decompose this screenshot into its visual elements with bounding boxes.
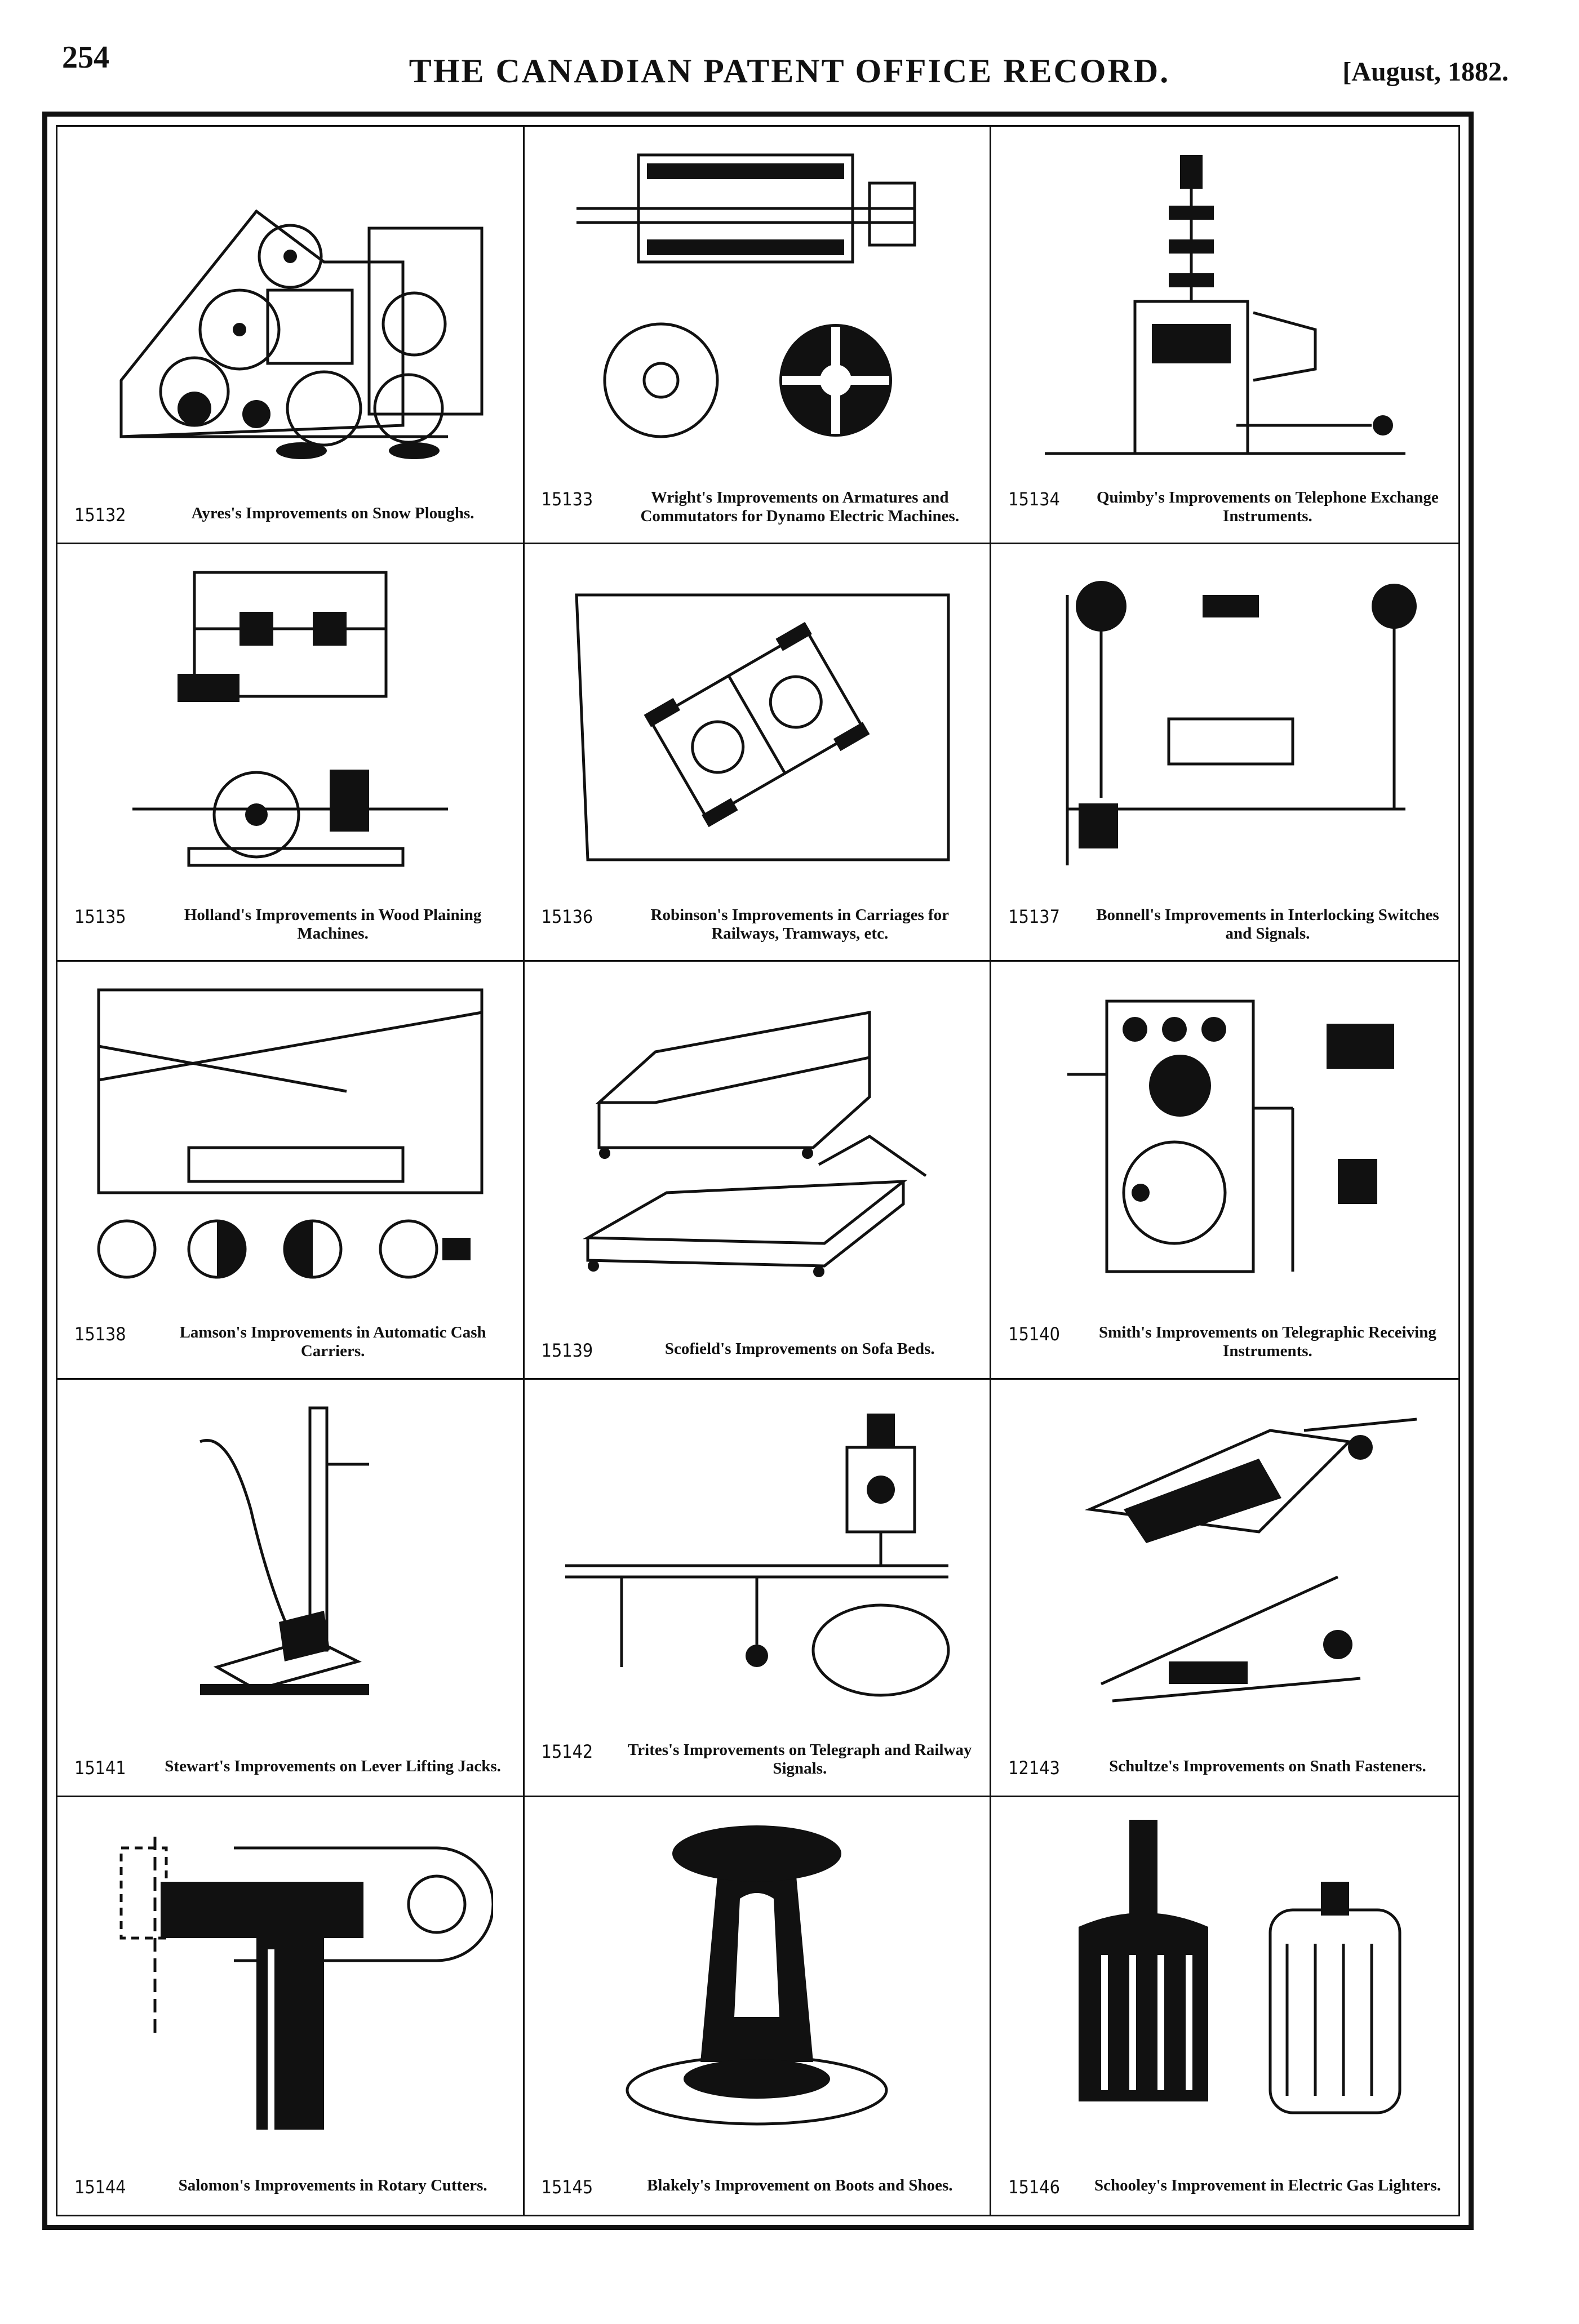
patent-title: Salomon's Improvements in Rotary Cutters…	[178, 2176, 487, 2194]
patent-cell: 15146 Schooley's Improvement in Electric…	[991, 1797, 1458, 2215]
patent-number: 15145	[541, 2176, 593, 2198]
patent-cell: 15140 Smith's Improvements on Telegraphi…	[991, 962, 1458, 1380]
patent-number: 12143	[1008, 1757, 1060, 1779]
patent-number: 15136	[541, 905, 593, 927]
patent-number: 15135	[74, 905, 126, 927]
patent-title: Lamson's Improvements in Automatic Cash …	[179, 1323, 486, 1361]
railway-signal-drawing	[565, 1413, 950, 1697]
patent-plate-frame: 15132 Ayres's Improvements on Snow Ploug…	[42, 112, 1474, 2230]
snath-fastener-drawing	[1084, 1417, 1417, 1703]
patent-title: Scofield's Improvements on Sofa Beds.	[664, 1339, 935, 1358]
journal-title: THE CANADIAN PATENT OFFICE RECORD.	[409, 52, 1170, 90]
lifting-jack-drawing	[199, 1406, 369, 1695]
snow-plough-drawing	[119, 209, 484, 459]
patent-title: Quimby's Improvements on Telephone Excha…	[1096, 488, 1439, 525]
patent-title: Ayres's Improvements on Snow Ploughs.	[191, 504, 474, 523]
patent-grid: 15132 Ayres's Improvements on Snow Ploug…	[56, 125, 1460, 2216]
patent-number: 15134	[1008, 488, 1060, 510]
telegraph-receiver-drawing	[1067, 999, 1394, 1273]
patent-title: Smith's Improvements on Telegraphic Rece…	[1099, 1323, 1436, 1361]
issue-date: [August, 1882.	[1342, 57, 1509, 87]
patent-cell: 15134 Quimby's Improvements on Telephone…	[991, 127, 1458, 545]
patent-cell: 15139 Scofield's Improvements on Sofa Be…	[524, 962, 992, 1380]
patent-number: 15139	[541, 1339, 593, 1361]
patent-title: Schultze's Improvements on Snath Fastene…	[1109, 1757, 1426, 1775]
gas-lighter-drawing	[1078, 1819, 1401, 2114]
patent-cell: 15135 Holland's Improvements in Wood Pla…	[57, 544, 525, 962]
planing-machine-drawing	[132, 571, 448, 867]
patent-number: 15132	[74, 504, 126, 526]
patent-cell: 15144 Salomon's Improvements in Rotary C…	[57, 1797, 525, 2215]
patent-cell: 15141 Stewart's Improvements on Lever Li…	[57, 1379, 525, 1797]
telephone-exchange-drawing	[1044, 155, 1405, 455]
patent-title: Holland's Improvements in Wood Plaining …	[184, 905, 482, 943]
patent-title: Schooley's Improvement in Electric Gas L…	[1094, 2176, 1441, 2194]
patent-cell: 15138 Lamson's Improvements in Automatic…	[57, 962, 525, 1380]
patent-title: Bonnell's Improvements in Interlocking S…	[1096, 905, 1439, 943]
patent-cell: 15137 Bonnell's Improvements in Interloc…	[991, 544, 1458, 962]
patent-cell: 12143 Schultze's Improvements on Snath F…	[991, 1380, 1458, 1797]
carriage-drawing	[575, 593, 950, 861]
patent-number: 15142	[541, 1741, 593, 1763]
patent-number: 15138	[74, 1323, 126, 1345]
patent-cell: 15133 Wright's Improvements on Armatures…	[524, 127, 992, 545]
rotary-cutter-drawing	[119, 1836, 493, 2130]
page-header: 254 THE CANADIAN PATENT OFFICE RECORD. […	[0, 0, 1579, 107]
patent-title: Blakely's Improvement on Boots and Shoes…	[647, 2176, 953, 2194]
patent-number: 15137	[1008, 905, 1060, 927]
cash-carrier-drawing	[97, 988, 484, 1279]
armature-drawing	[576, 153, 916, 438]
patent-title: Robinson's Improvements in Carriages for…	[650, 905, 950, 943]
patent-cell: 15132 Ayres's Improvements on Snow Ploug…	[57, 127, 525, 545]
patent-number: 15144	[74, 2176, 126, 2198]
patent-cell: 15136 Robinson's Improvements in Carriag…	[524, 544, 992, 962]
patent-title: Wright's Improvements on Armatures and C…	[640, 488, 960, 525]
sofa-bed-drawing	[583, 1011, 927, 1278]
patent-number: 15146	[1008, 2176, 1060, 2198]
page-footer	[0, 2239, 1579, 2324]
page-number: 254	[62, 40, 109, 75]
patent-title: Stewart's Improvements on Lever Lifting …	[165, 1757, 501, 1775]
patent-number: 15141	[74, 1757, 126, 1779]
patent-number: 15140	[1008, 1323, 1060, 1345]
patent-cell: 15142 Trites's Improvements on Telegraph…	[524, 1379, 992, 1797]
patent-title: Trites's Improvements on Telegraph and R…	[628, 1741, 972, 1778]
patent-number: 15133	[541, 488, 593, 510]
boot-machine-drawing	[626, 1825, 888, 2126]
interlocking-switch-drawing	[1066, 581, 1417, 866]
patent-cell: 15145 Blakely's Improvement on Boots and…	[525, 1797, 992, 2215]
